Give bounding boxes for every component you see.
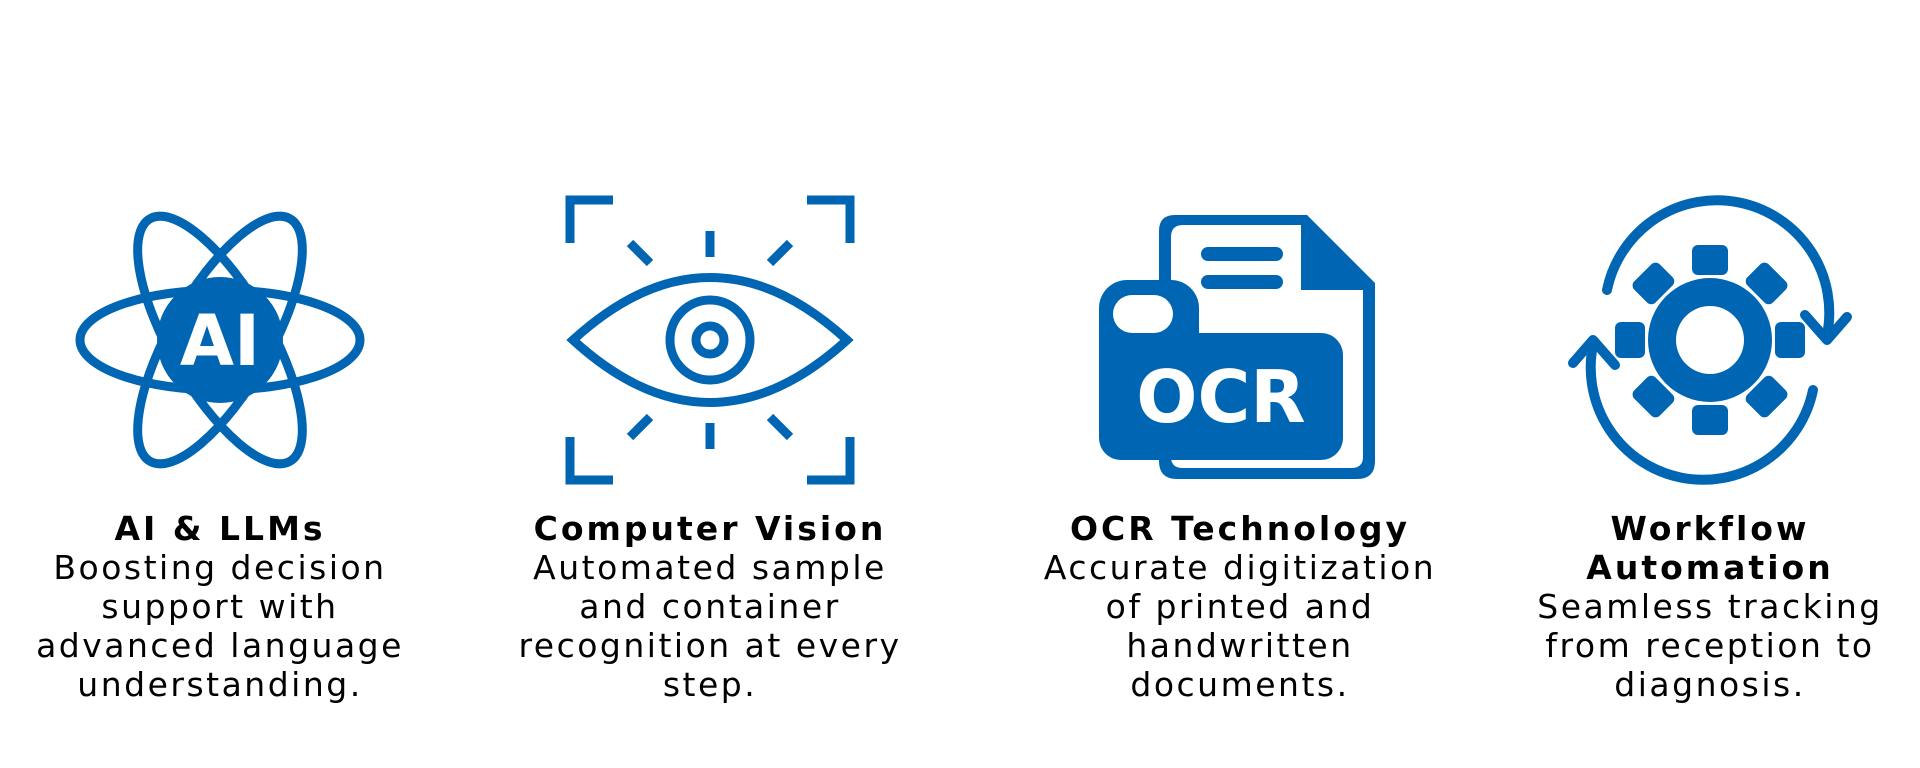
ai-icon-label: AI [180,300,260,382]
feature-ocr-technology: OCR OCR Technology Accurate digitization… [1010,195,1470,704]
ocr-document-icon: OCR [1099,215,1375,479]
feature-title: AI & LLMs [114,509,326,548]
feature-description: Seamless tracking from reception to diag… [1537,587,1883,704]
feature-workflow-automation: Workflow Automation Seamless tracking fr… [1480,195,1920,704]
ai-atom-icon: AI [75,211,365,469]
feature-computer-vision: Computer Vision Automated sample and con… [480,195,940,704]
feature-title: OCR Technology [1069,509,1410,548]
gear-cycle-icon [1568,195,1852,485]
feature-description: Accurate digitization of printed and han… [1043,548,1437,704]
ocr-icon-label: OCR [1136,355,1306,439]
feature-description: Automated sample and container recogniti… [518,548,902,704]
feature-title: Workflow Automation [1586,509,1834,587]
feature-title: Computer Vision [533,509,887,548]
eye-scan-icon [565,195,855,485]
feature-ai-llms: AI AI & LLMs Boosting decision support w… [0,195,450,704]
feature-description: Boosting decision support with advanced … [36,548,404,704]
